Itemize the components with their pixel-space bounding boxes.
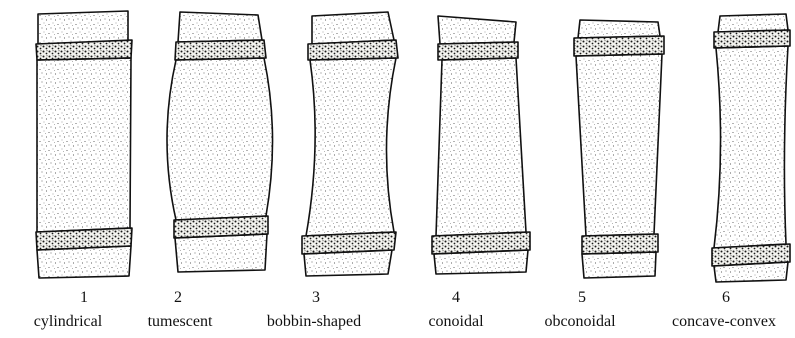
bottom-stub (304, 250, 392, 276)
lower-node (582, 234, 658, 254)
upper-node (438, 42, 518, 60)
top-stub (438, 16, 516, 44)
segment-conoidal (432, 16, 530, 274)
bottom-stub (582, 252, 656, 278)
internode-body (436, 58, 526, 236)
top-stub (718, 14, 788, 32)
segment-number: 3 (301, 289, 331, 307)
segment-bobbin-shaped (302, 12, 398, 276)
bottom-stub (175, 234, 267, 272)
segment-tumescent (167, 12, 273, 272)
internode-body (306, 58, 396, 236)
top-stub (578, 20, 660, 38)
internode-body (576, 54, 662, 236)
bottom-stub (434, 250, 528, 274)
segment-label: bobbin-shaped (234, 312, 394, 332)
upper-node (175, 40, 266, 60)
top-stub (312, 12, 394, 44)
upper-node (308, 40, 398, 60)
segment-label: obconoidal (500, 312, 660, 332)
segment-number: 4 (441, 289, 471, 307)
internode-body (167, 58, 273, 220)
top-stub (178, 12, 262, 42)
segment-obconoidal (574, 20, 664, 278)
internode-body (37, 58, 131, 232)
upper-node (574, 36, 664, 56)
top-stub (38, 11, 128, 44)
bottom-stub (37, 246, 131, 278)
segment-number: 6 (711, 289, 741, 307)
segment-concave-convex (712, 14, 790, 282)
segment-number: 1 (69, 289, 99, 307)
segment-cylindrical (36, 11, 132, 278)
segment-number: 2 (163, 289, 193, 307)
segment-number: 5 (567, 289, 597, 307)
bottom-stub (714, 262, 788, 282)
internode-body (714, 46, 788, 248)
upper-node (36, 40, 132, 60)
segment-label: concave-convex (644, 312, 795, 332)
upper-node (714, 30, 790, 48)
